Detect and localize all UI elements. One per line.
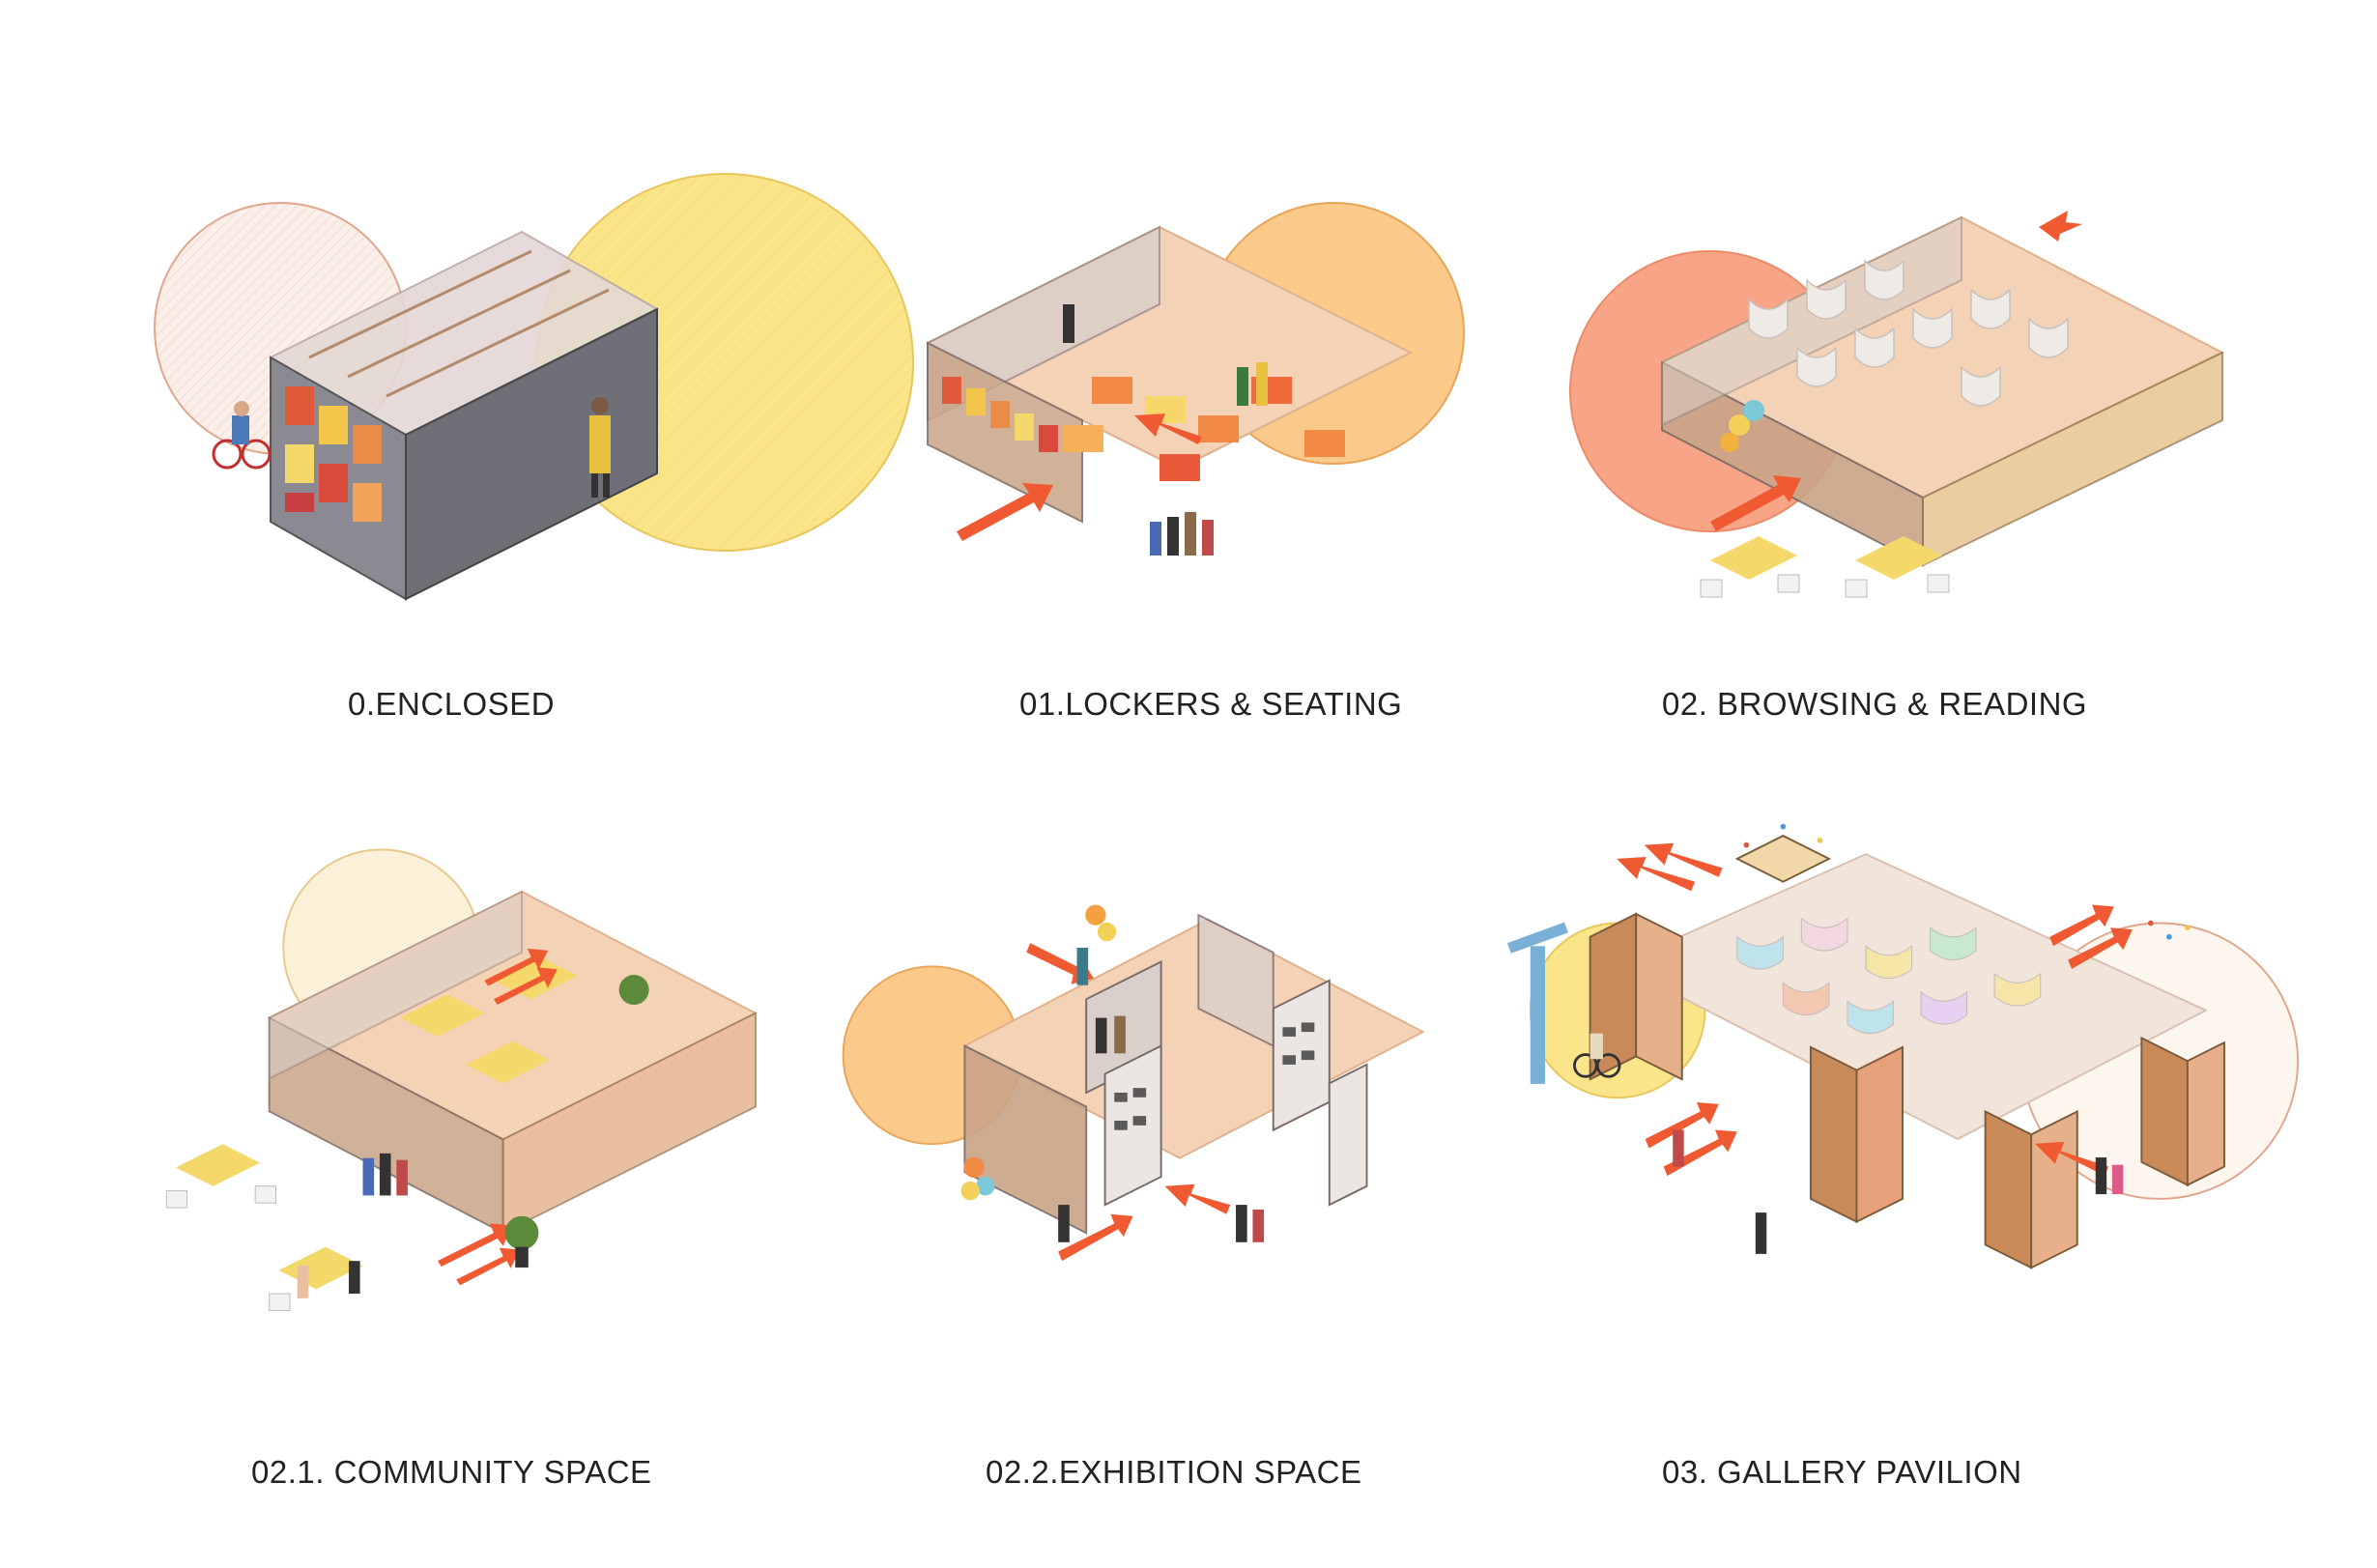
diagram-panel-community-space: 02.1. COMMUNITY SPACE <box>145 831 899 1507</box>
pavilion-axonometric <box>1507 831 2261 1411</box>
diagram-panel-exhibition-space: 02.2.EXHIBITION SPACE <box>831 831 1585 1507</box>
browsing-axonometric <box>1556 135 2309 715</box>
outdoor-tables <box>1701 536 1949 597</box>
diagram-panel-browsing-reading: 02. BROWSING & READING <box>1556 135 2309 812</box>
diagram-panel-enclosed: 0.ENCLOSED <box>116 135 870 812</box>
diagram-panel-gallery-pavilion: 03. GALLERY PAVILION <box>1507 831 2261 1507</box>
panel-caption: 02. BROWSING & READING <box>1662 686 2377 723</box>
enclosed-axonometric <box>116 135 870 715</box>
outdoor-seating <box>166 1144 362 1310</box>
panel-caption: 03. GALLERY PAVILION <box>1662 1454 2377 1491</box>
lockers-axonometric <box>870 135 1623 715</box>
exhibition-axonometric <box>831 831 1585 1411</box>
community-axonometric <box>145 831 899 1411</box>
exit-arrow <box>2039 211 2082 242</box>
diagram-panel-lockers-seating: 01.LOCKERS & SEATING <box>870 135 1623 812</box>
